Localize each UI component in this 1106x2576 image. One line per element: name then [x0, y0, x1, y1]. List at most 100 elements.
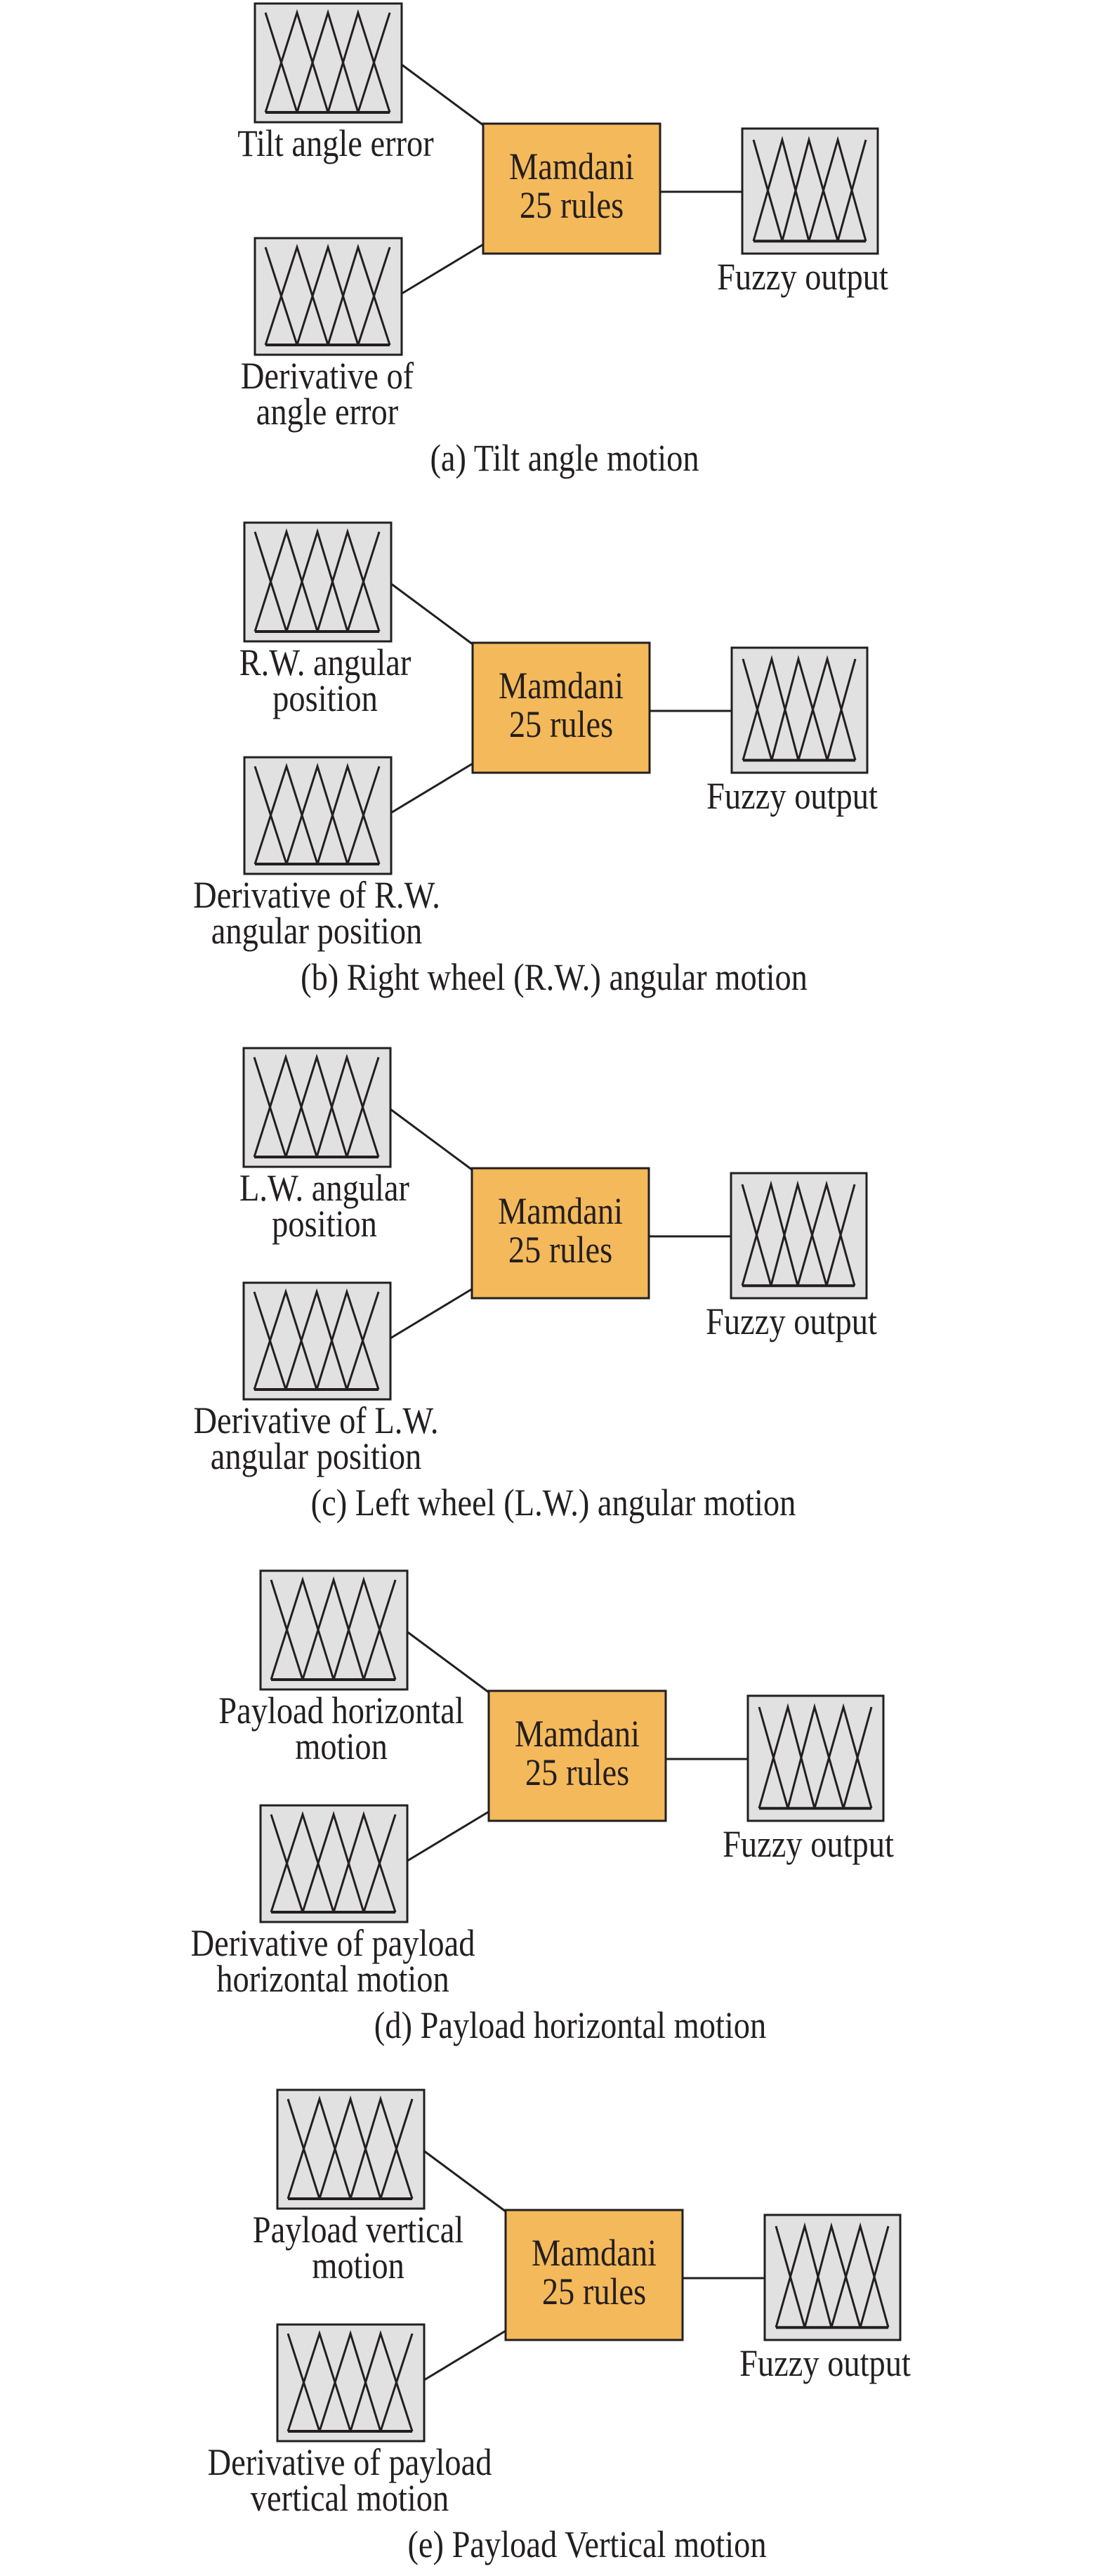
membership-function-3	[786, 1703, 845, 1809]
input2-label: angle error	[256, 391, 399, 433]
input2-label: Derivative of payload	[208, 2441, 492, 2483]
membership-function-5	[842, 1706, 873, 1809]
membership-function-5	[357, 247, 391, 346]
rule-block-text-wrap: 25 rules	[509, 703, 613, 745]
membership-function-3	[318, 2095, 382, 2199]
membership-function-4	[796, 1180, 856, 1286]
membership-function-3	[285, 528, 349, 632]
rule-block-frame	[504, 2209, 684, 2341]
panel-caption: (b) Right wheel (R.W.) angular motion	[301, 956, 808, 998]
connector-input1-to-engine	[401, 63, 484, 126]
rule-block-text: Mamdani	[498, 1190, 623, 1232]
input1-membership-icon	[254, 2, 403, 124]
input2-label-wrap: Derivative of L.W.	[193, 1399, 438, 1441]
input1-label: motion	[312, 2244, 404, 2287]
panel-caption: (a) Tilt angle motion	[430, 437, 699, 479]
rule-block-text: Mamdani	[515, 1713, 640, 1755]
membership-function-2	[264, 244, 329, 346]
input1-membership-icon-frame	[259, 1569, 409, 1691]
input1-label: motion	[295, 1725, 388, 1767]
membership-function-2	[741, 1180, 799, 1286]
membership-function-4	[332, 1576, 397, 1680]
membership-function-4	[332, 1810, 397, 1913]
input1-label: L.W. angular	[239, 1167, 409, 1209]
rule-block-text: 25 rules	[542, 2270, 646, 2313]
input1-membership-icon-frame	[242, 1047, 392, 1168]
membership-function-5	[859, 2225, 890, 2328]
membership-function-2	[264, 8, 329, 113]
input2-membership-icon-frame	[259, 1804, 409, 1923]
membership-function-5	[346, 766, 381, 865]
input2-label-wrap: Derivative of R.W.	[193, 874, 440, 916]
membership-function-3	[284, 1053, 348, 1158]
rule-block-text-wrap: 25 rules	[542, 2270, 646, 2313]
membership-function-2	[742, 655, 800, 761]
output-membership-icon	[763, 2214, 902, 2341]
output-label-wrap: Fuzzy output	[723, 1823, 894, 1865]
input1-label-wrap: motion	[295, 1725, 388, 1767]
input2-membership-icon-frame	[276, 2323, 426, 2443]
membership-function-3	[301, 1810, 365, 1913]
output-label-wrap: Fuzzy output	[717, 256, 888, 298]
membership-function-3	[285, 762, 349, 865]
membership-function-2	[270, 1811, 335, 1913]
membership-function-4	[808, 136, 867, 242]
membership-function-5	[357, 12, 391, 113]
input2-membership-icon	[242, 1281, 392, 1401]
input1-membership-icon	[243, 521, 393, 643]
membership-function-2	[752, 136, 810, 242]
membership-function-5	[345, 1291, 380, 1390]
membership-function-4	[830, 2222, 890, 2328]
output-membership-icon	[746, 1694, 885, 1822]
membership-function-2	[253, 1053, 318, 1158]
membership-function-4	[797, 655, 857, 761]
output-membership-icon-frame	[746, 1694, 885, 1822]
input2-membership-icon-frame	[243, 756, 393, 875]
input2-membership-icon	[259, 1804, 409, 1923]
connector-input2-to-engine	[423, 2329, 506, 2381]
input1-label: Tilt angle error	[237, 122, 434, 164]
membership-function-4	[349, 2329, 414, 2432]
membership-function-2	[254, 528, 319, 632]
input1-label-wrap: L.W. angular	[239, 1167, 409, 1209]
input2-label-wrap: angular position	[211, 910, 423, 952]
input2-label-wrap: horizontal motion	[216, 1958, 449, 2000]
input1-membership-icon-frame	[254, 2, 403, 124]
input1-membership-icon	[259, 1569, 409, 1691]
input1-label-wrap: Payload horizontal	[218, 1689, 463, 1732]
input1-label-wrap: Tilt angle error	[237, 122, 434, 164]
rule-block-text-wrap: Mamdani	[515, 1713, 640, 1755]
connector-input1-to-engine	[390, 582, 473, 646]
output-label: Fuzzy output	[723, 1823, 894, 1865]
input2-label-wrap: Derivative of payload	[191, 1922, 475, 1964]
output-membership-icon	[730, 1172, 868, 1300]
input1-label-wrap: R.W. angular	[239, 641, 412, 684]
membership-function-2	[775, 2222, 833, 2328]
membership-function-3	[770, 655, 829, 761]
input2-label: Derivative of	[241, 355, 414, 397]
rule-block-text-wrap: 25 rules	[508, 1229, 612, 1271]
membership-function-5	[379, 2098, 414, 2199]
panel-caption-wrap: (c) Left wheel (L.W.) angular motion	[311, 1482, 796, 1524]
membership-function-5	[379, 2333, 414, 2432]
membership-function-5	[836, 139, 867, 242]
membership-function-2	[253, 1288, 318, 1390]
input2-label-wrap: angular position	[211, 1435, 422, 1477]
connector-input2-to-engine	[390, 1288, 473, 1340]
input2-label-wrap: angle error	[256, 391, 399, 433]
panel-caption: (e) Payload Vertical motion	[407, 2523, 766, 2565]
membership-function-4	[327, 8, 391, 113]
panel-caption: (c) Left wheel (L.W.) angular motion	[311, 1482, 796, 1524]
panel-caption: (d) Payload horizontal motion	[374, 2004, 766, 2046]
membership-function-4	[327, 243, 391, 346]
membership-function-5	[826, 658, 857, 761]
output-label-wrap: Fuzzy output	[739, 2342, 911, 2384]
rule-block-text-wrap: Mamdani	[509, 145, 634, 188]
membership-function-3	[284, 1288, 348, 1390]
connector-input2-to-engine	[390, 762, 473, 814]
